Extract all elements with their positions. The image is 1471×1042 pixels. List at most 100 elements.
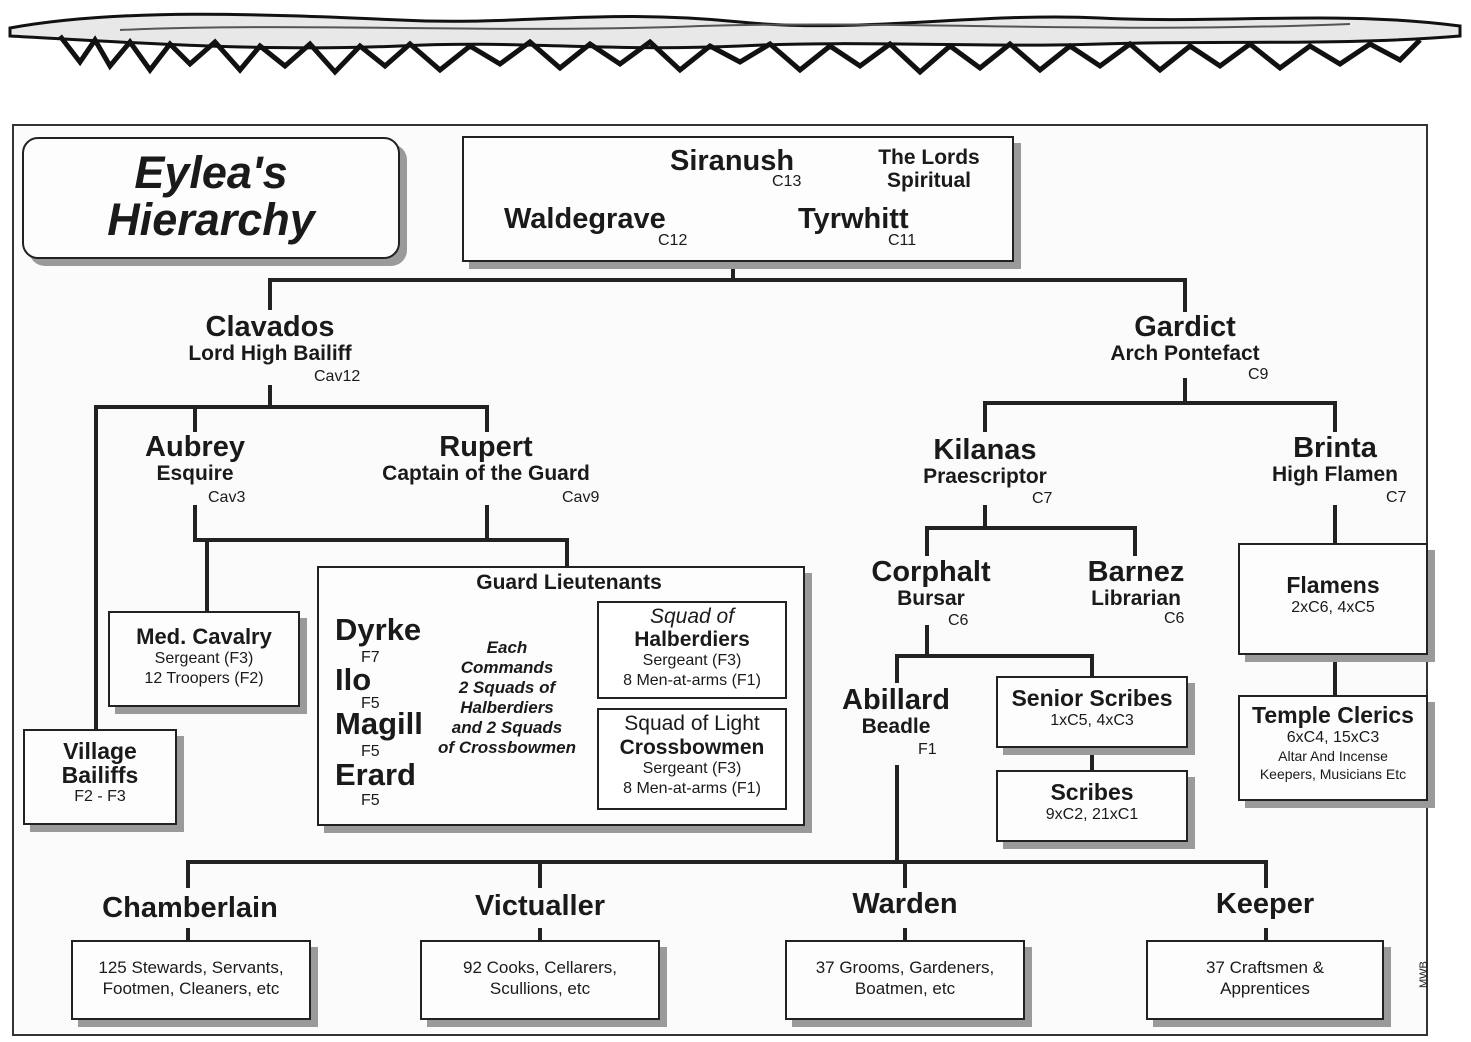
aubrey-name: Aubrey: [145, 431, 245, 463]
kilanas-name: Kilanas: [933, 434, 1037, 466]
rupert-name: Rupert: [439, 431, 533, 463]
lord-waldegrave-rank: C12: [658, 232, 688, 249]
title-box: Eylea's Hierarchy: [22, 137, 400, 259]
temple-clerics-line2: Altar And Incense: [1278, 748, 1388, 765]
victualler-name: Victualler: [474, 890, 606, 922]
halberdiers-box: Squad of Halberdiers Sergeant (F3) 8 Men…: [597, 601, 787, 699]
lieutenant-erard-rank: F5: [361, 792, 380, 809]
line-rupert-horizontal: [207, 538, 569, 566]
title-line2: Hierarchy: [107, 194, 315, 246]
guard-note-line3: 2 Squads of: [458, 678, 556, 698]
lord-tyrwhitt-name: Tyrwhitt: [798, 203, 909, 235]
crossbowmen-line2: 8 Men-at-arms (F1): [623, 780, 761, 798]
guard-note-line2: Commands: [460, 658, 554, 678]
barnez-name: Barnez: [1087, 556, 1185, 588]
victualler-box: 92 Cooks, Cellarers, Scullions, etc: [420, 940, 660, 1020]
clavados-title: Lord High Bailiff: [188, 342, 352, 366]
node-aubrey: Aubrey Esquire: [115, 432, 275, 486]
keeper-line1: 37 Craftsmen &: [1205, 958, 1325, 977]
barnez-title: Librarian: [1091, 587, 1181, 611]
warden-name: Warden: [852, 888, 958, 920]
med-cavalry-line2: 12 Troopers (F2): [144, 670, 264, 688]
abillard-name: Abillard: [842, 684, 950, 716]
temple-clerics-line1: 6xC4, 15xC3: [1286, 729, 1380, 747]
brinta-title: High Flamen: [1271, 463, 1398, 487]
med-cavalry-line1: Sergeant (F3): [154, 650, 254, 668]
lords-caption-line2: Spiritual: [886, 169, 971, 193]
aubrey-rank: Cav3: [208, 489, 246, 506]
scribes-title: Scribes: [1050, 779, 1134, 805]
temple-clerics-box: Temple Clerics 6xC4, 15xC3 Altar And Inc…: [1238, 695, 1428, 801]
scribes-line1: 9xC2, 21xC1: [1045, 806, 1139, 824]
node-corphalt: Corphalt Bursar: [858, 557, 1004, 611]
line-top-horizontal: [268, 278, 1187, 312]
node-abillard: Abillard Beadle: [826, 685, 966, 739]
keeper-line2: Apprentices: [1220, 979, 1310, 999]
guard-note-line6: of Crossbowmen: [438, 738, 576, 758]
lord-tyrwhitt-rank: C11: [888, 232, 917, 249]
line-bottom-horizontal: [186, 860, 1268, 888]
gardict-name: Gardict: [1134, 311, 1236, 343]
kilanas-title: Praescriptor: [923, 465, 1047, 489]
lords-caption-line1: The Lords: [878, 146, 980, 169]
temple-clerics-line3: Keepers, Musicians Etc: [1259, 765, 1407, 782]
lieutenant-ilo-name: Ilo: [335, 662, 372, 697]
village-bailiffs-line3: F2 - F3: [74, 788, 126, 806]
senior-scribes-line1: 1xC5, 4xC3: [1050, 712, 1134, 730]
gardict-rank: C9: [1248, 366, 1269, 383]
keeper-box: 37 Craftsmen & Apprentices: [1146, 940, 1384, 1020]
signature: MWB: [1418, 961, 1430, 988]
gardict-title: Arch Pontefact: [1110, 342, 1260, 366]
lieutenant-ilo-rank: F5: [361, 695, 380, 712]
lord-waldegrave-name: Waldegrave: [504, 203, 666, 235]
crossbowmen-box: Squad of Light Crossbowmen Sergeant (F3)…: [597, 708, 787, 810]
flamens-title: Flamens: [1286, 572, 1380, 598]
banner-decoration: [8, 12, 1462, 76]
clavados-name: Clavados: [205, 311, 335, 343]
village-bailiffs-box: Village Bailiffs F2 - F3: [23, 729, 177, 825]
abillard-title: Beadle: [861, 715, 931, 739]
lieutenant-magill-name: Magill: [335, 706, 423, 741]
halberdiers-line2: 8 Men-at-arms (F1): [623, 672, 761, 690]
senior-scribes-box: Senior Scribes 1xC5, 4xC3: [996, 676, 1188, 748]
brinta-name: Brinta: [1293, 432, 1377, 464]
halberdiers-title2: Halberdiers: [634, 628, 750, 652]
guard-heading: Guard Lieutenants: [476, 571, 662, 594]
lord-siranush-name: Siranush: [670, 145, 795, 177]
guard-note: Each Commands 2 Squads of Halberdiers an…: [423, 638, 591, 758]
flamens-line1: 2xC6, 4xC5: [1291, 599, 1375, 617]
abillard-rank: F1: [918, 741, 937, 758]
barnez-rank: C6: [1164, 610, 1185, 627]
node-barnez: Barnez Librarian: [1068, 557, 1204, 611]
lieutenant-dyrke-name: Dyrke: [335, 612, 422, 647]
guard-lieutenants-box: Guard Lieutenants Dyrke F7 Ilo F5 Magill…: [317, 566, 805, 826]
lord-siranush-rank: C13: [772, 173, 802, 190]
scribes-box: Scribes 9xC2, 21xC1: [996, 770, 1188, 842]
crossbowmen-line1: Sergeant (F3): [642, 760, 742, 778]
node-gardict: Gardict Arch Pontefact: [1060, 312, 1310, 366]
rupert-title: Captain of the Guard: [382, 462, 590, 486]
victualler-line1: 92 Cooks, Cellarers,: [462, 958, 617, 977]
temple-clerics-title: Temple Clerics: [1252, 702, 1414, 728]
halberdiers-line1: Sergeant (F3): [642, 652, 742, 670]
guard-note-line5: and 2 Squads: [451, 718, 563, 738]
lieutenant-dyrke-rank: F7: [361, 649, 380, 666]
warden-line2: Boatmen, etc: [854, 979, 956, 999]
med-cavalry-title: Med. Cavalry: [136, 624, 272, 649]
halberdiers-title1: Squad of: [649, 605, 735, 628]
node-brinta: Brinta High Flamen: [1250, 433, 1420, 487]
crossbowmen-title2: Crossbowmen: [619, 736, 765, 760]
med-cavalry-box: Med. Cavalry Sergeant (F3) 12 Troopers (…: [108, 611, 300, 707]
corphalt-title: Bursar: [897, 587, 965, 611]
line-kilanas-horizontal: [925, 526, 1137, 556]
node-clavados: Clavados Lord High Bailiff: [140, 312, 400, 366]
line-clavados-horizontal: [94, 405, 489, 730]
crossbowmen-title1: Squad of Light: [624, 712, 760, 735]
village-bailiffs-line1: Village: [63, 738, 137, 764]
chamberlain-line2: Footmen, Cleaners, etc: [102, 979, 280, 999]
node-rupert: Rupert Captain of the Guard: [350, 432, 622, 486]
chamberlain-line1: 125 Stewards, Servants,: [98, 958, 284, 977]
lieutenant-magill-rank: F5: [361, 743, 380, 760]
chamberlain-name: Chamberlain: [102, 892, 278, 924]
